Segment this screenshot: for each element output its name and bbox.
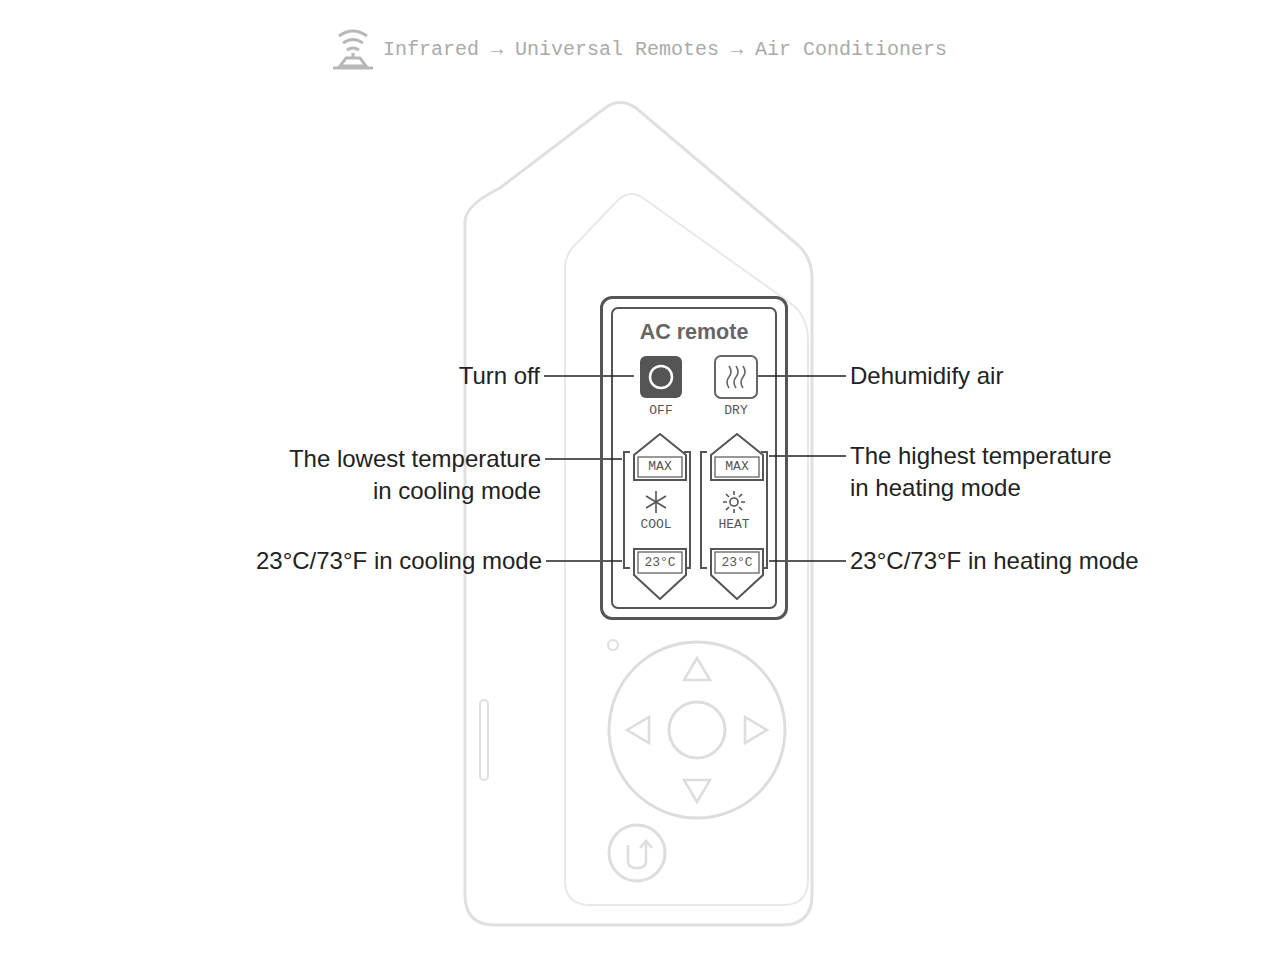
sun <box>730 498 738 506</box>
leader-line <box>769 560 846 562</box>
infrared-icon <box>333 31 373 68</box>
screen-heading: AC remote <box>603 319 785 345</box>
temperature-button: 23°C <box>710 548 764 600</box>
leader-line <box>544 375 634 377</box>
ir-wave <box>347 48 359 50</box>
screen-ground <box>600 296 788 620</box>
callout-text: 23°C/73°F in heating mode <box>850 545 1139 577</box>
dry-button: DRY <box>714 355 758 421</box>
down-arrow-shape <box>634 549 686 599</box>
breadcrumb-title: Infrared → Universal Remotes → Air Condi… <box>383 36 947 64</box>
ir-base <box>333 67 373 70</box>
off-button: OFF <box>639 355 683 421</box>
up-arrow-shape <box>634 434 686 480</box>
button-label: MAX <box>710 458 764 476</box>
arrow-up <box>684 658 710 680</box>
bracket <box>701 452 707 568</box>
snowflake-icon <box>646 491 666 513</box>
dpad <box>609 642 785 818</box>
dpad-arrows <box>627 658 767 802</box>
ir-wave <box>339 31 367 36</box>
off-square <box>640 356 682 398</box>
button-label: 23°C <box>710 554 764 572</box>
back-button <box>609 825 665 881</box>
power-circle <box>650 366 672 388</box>
device-face <box>565 194 808 905</box>
up-arrow-shape <box>711 434 763 480</box>
callout-text: The lowest temperature in cooling mode <box>276 443 541 507</box>
dry-square <box>715 356 757 398</box>
device-body <box>465 103 812 926</box>
snowflake <box>646 491 666 513</box>
mode-label: HEAT <box>704 517 764 533</box>
arrow-down <box>684 780 710 802</box>
sun-icon <box>723 491 745 513</box>
max-arrow-button: MAX <box>710 433 764 481</box>
dry-waves <box>727 366 745 388</box>
leader-lines <box>544 376 846 561</box>
ir-wave <box>343 40 363 44</box>
leader-line <box>769 455 846 457</box>
bracket <box>624 452 630 568</box>
sun-rays <box>723 491 745 513</box>
callout-text: Turn off <box>459 360 540 392</box>
ok-button <box>669 702 725 758</box>
button-label: DRY <box>704 402 768 420</box>
leader-line <box>545 458 622 460</box>
screen-inner-border <box>612 308 776 608</box>
arrow-left <box>627 717 649 743</box>
led-dot <box>608 640 618 650</box>
callout-text: 23°C/73°F in cooling mode <box>256 545 542 577</box>
leader-line <box>757 375 846 377</box>
button-label: 23°C <box>633 554 687 572</box>
mode-label: COOL <box>626 517 686 533</box>
down-arrow-shape <box>711 549 763 599</box>
button-label: OFF <box>629 402 693 420</box>
max-arrow-button: MAX <box>633 433 687 481</box>
leader-line <box>546 560 622 562</box>
button-label: MAX <box>633 458 687 476</box>
temperature-button: 23°C <box>633 548 687 600</box>
callout-text: The highest temperature in heating mode <box>850 440 1130 504</box>
side-slot <box>480 700 488 780</box>
arrow-right <box>745 717 767 743</box>
callout-text: Dehumidify air <box>850 360 1003 392</box>
ir-base <box>340 53 366 66</box>
back-icon <box>628 841 652 868</box>
screen-panel: AC remoteOFF DRY MAX MAX 23°C 23°C <box>600 296 788 620</box>
